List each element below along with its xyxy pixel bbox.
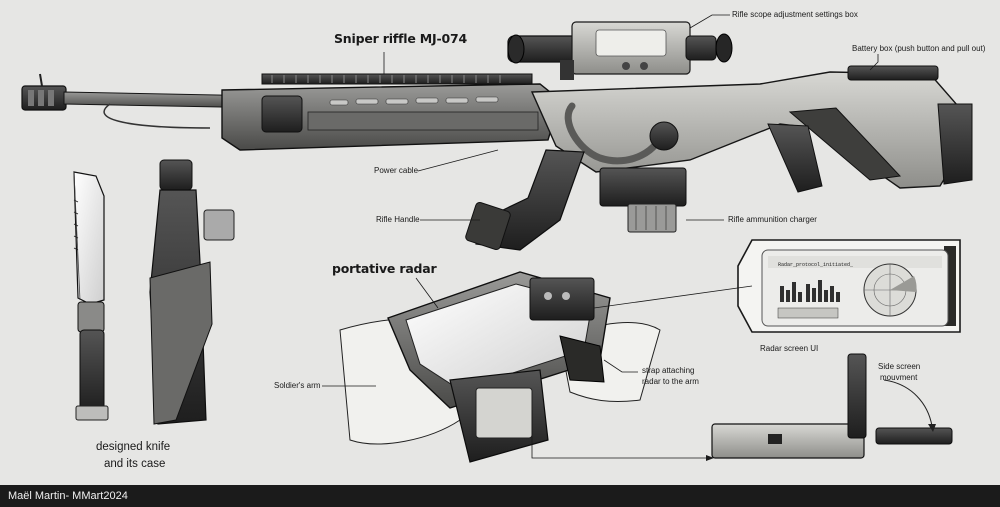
ammo-charger-label: Rifle ammunition charger <box>728 215 817 224</box>
rifle-receiver <box>530 71 963 189</box>
portative-radar-title: portative radar <box>332 261 437 276</box>
radar-drawing <box>339 271 661 463</box>
power-cable-label: Power cable <box>374 166 419 175</box>
knife-case-drawing <box>149 159 235 425</box>
muzzle-brake <box>21 73 67 111</box>
side-screen-movement-drawing <box>711 353 953 459</box>
radar-screen-ui-drawing: Radar_protocol_initiated_ <box>737 239 961 333</box>
strap-label-line2: radar to the arm <box>642 377 699 386</box>
knife-drawing <box>73 171 109 421</box>
rifle-scope <box>507 21 733 80</box>
battery-box-label: Battery box (push button and pull out) <box>852 44 986 53</box>
top-rail <box>261 73 533 85</box>
scope-box-label: Rifle scope adjustment settings box <box>732 10 858 19</box>
rifle-title: Sniper riffle MJ-074 <box>334 31 467 46</box>
soldier-arm-label: Soldier's arm <box>274 381 321 390</box>
sniper-rifle-drawing <box>21 21 973 251</box>
ammo-charger-drawing <box>599 167 687 233</box>
artist-credit: Maël Martin- MMart2024 <box>8 490 128 502</box>
knife-caption-line2: and its case <box>104 458 166 470</box>
radar-bar-graph <box>780 280 840 302</box>
footer-bar: Maël Martin- MMart2024 <box>0 485 1000 507</box>
strap-label-line1: strap attaching <box>642 366 695 375</box>
radar-protocol-text: Radar_protocol_initiated_ <box>778 262 854 268</box>
barrel-cable <box>103 103 211 129</box>
annotation-leader-lines <box>322 14 879 461</box>
knife-caption-line1: designed knife <box>96 441 171 453</box>
side-screen-label-line1: Side screen <box>878 362 921 371</box>
rifle-handle-label: Rifle Handle <box>376 215 420 224</box>
radar-sweep-circle <box>863 263 917 317</box>
rotation-arrow <box>883 379 933 427</box>
side-screen-label-line2: mouvment <box>880 373 918 382</box>
radar-screen-ui-label: Radar screen UI <box>760 344 819 353</box>
